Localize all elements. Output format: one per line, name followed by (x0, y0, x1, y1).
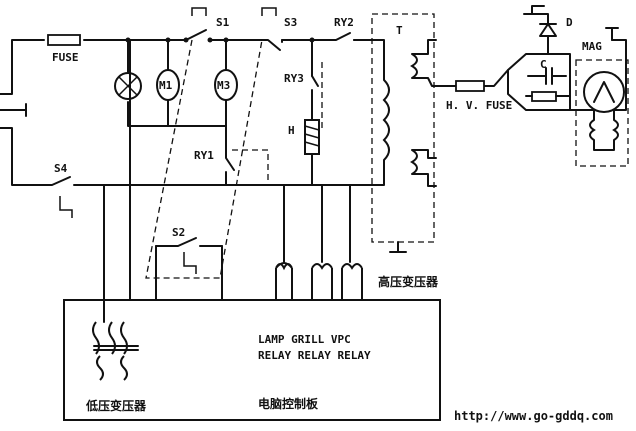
ry2-label: RY2 (334, 16, 354, 29)
relay-coil-vpc (341, 263, 363, 300)
relay-coil-lamp (275, 262, 293, 300)
heater-label: H (288, 124, 295, 137)
s2-actuator (183, 252, 197, 274)
lv-transformer-core (93, 345, 139, 351)
transformer-ground (389, 241, 407, 253)
magnetron-heater-coil (589, 119, 596, 141)
branch-verticals (127, 39, 227, 127)
mains-input-bottom (0, 127, 35, 186)
capacitor-label: C (540, 58, 547, 71)
lamp-cross-icon (118, 76, 138, 96)
relay-suffix: RELAY RELAY RELAY (258, 349, 371, 362)
s1-label: S1 (216, 16, 230, 29)
ry1-contact (225, 125, 235, 186)
s2-switch (155, 237, 223, 247)
magnetron-filament (593, 81, 615, 103)
hv-primary-coil (382, 79, 390, 161)
hv-secondary-top-wire (411, 39, 449, 87)
s3-actuator (261, 7, 277, 16)
s2-wires (155, 245, 223, 301)
magnetron-ground (605, 27, 619, 41)
hv-secondary-bottom (410, 149, 418, 175)
magnetron-tube (583, 71, 625, 113)
m1-label: M1 (159, 79, 173, 92)
relay-names: LAMP GRILL VPC (258, 333, 351, 346)
hv-secondary-bottom-wire (411, 149, 437, 187)
s2-label: S2 (172, 226, 185, 239)
s3-label: S3 (284, 16, 297, 29)
door-interlock-link (145, 39, 263, 279)
hv-fuse (455, 80, 485, 92)
s3-switch (261, 39, 283, 51)
hv-wire (447, 69, 509, 87)
magnetron-label: MAG (582, 40, 602, 53)
control-board-box (63, 299, 441, 421)
magnetron-box (575, 59, 629, 167)
bleeder-resistor (531, 91, 557, 102)
lv-transformer-label: 低压变压器 (85, 398, 147, 413)
hv-secondary-top (410, 53, 418, 79)
s4-actuator (59, 196, 73, 218)
s1-actuator (191, 7, 207, 16)
hv-fuse-label: H. V. FUSE (446, 99, 512, 112)
m3-label: M3 (217, 79, 230, 92)
motor-m1 (156, 69, 180, 101)
magnetron-heater-coil-2 (612, 119, 619, 141)
mains-input-top (0, 39, 23, 95)
lv-transformer-wire (103, 39, 131, 323)
ry1-dash (232, 149, 269, 185)
control-board-label: 电脑控制板 (258, 396, 319, 411)
magnetron-wires (569, 39, 627, 151)
hv-transformer-box (371, 13, 435, 243)
diode-label: D (566, 16, 573, 29)
hv-primary-wire (371, 39, 385, 186)
heater-coil (304, 125, 320, 147)
diode-d (531, 13, 557, 55)
ry2-contact (329, 32, 355, 41)
ry3-label: RY3 (284, 72, 304, 85)
hv-transformer-label: 高压变压器 (378, 274, 439, 289)
s4-switch (39, 176, 81, 186)
diode-ground (523, 5, 545, 15)
ry1-label: RY1 (194, 149, 214, 162)
motor-m3 (214, 69, 238, 101)
s1-switch (171, 29, 223, 41)
relay-coil-grill (311, 263, 333, 300)
ground-stub-left (0, 103, 27, 117)
lv-transformer-coil-bottom (96, 355, 128, 381)
relay-wires (283, 184, 351, 263)
s4-label: S4 (54, 162, 68, 175)
transformer-label: T (396, 24, 403, 37)
fuse (47, 34, 81, 46)
ry3-contact (311, 75, 319, 97)
capacitor-plates (527, 67, 567, 85)
fuse-label: FUSE (52, 51, 79, 64)
source-url: http://www.go-gddq.com (454, 409, 613, 423)
